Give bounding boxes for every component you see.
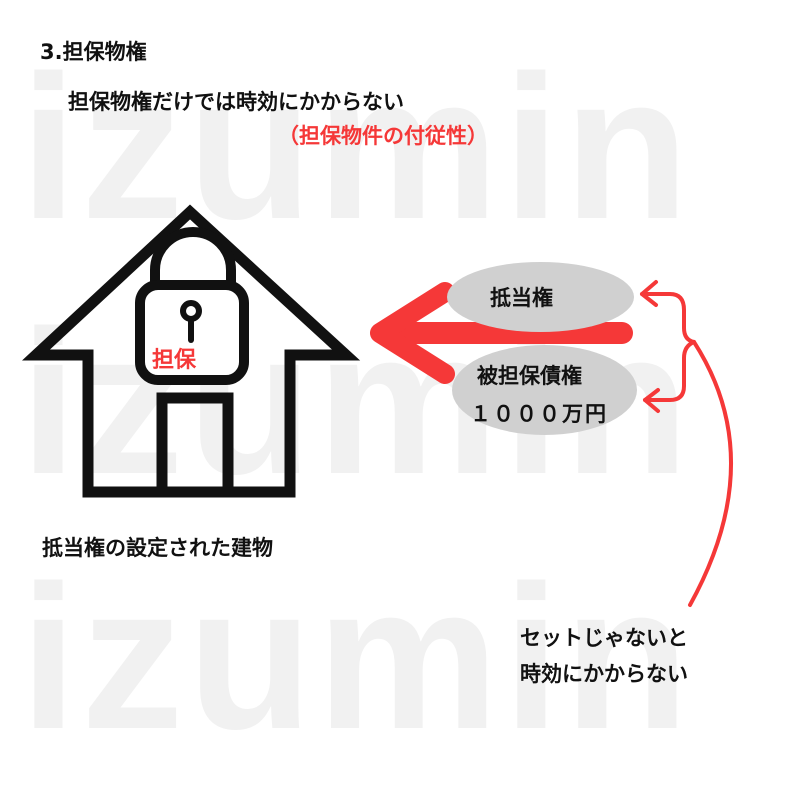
secured-claim-pill	[452, 345, 637, 435]
watermark-row-1: izumin	[20, 33, 694, 262]
watermark-row-3: izumin	[20, 543, 694, 772]
secured-claim-amount: １０００万円	[470, 402, 608, 426]
footnote-line-2: 時効にかからない	[520, 662, 688, 686]
secured-claim-label: 被担保債権	[477, 364, 582, 388]
door-icon	[156, 392, 234, 492]
footnote-line-1: セットじゃないと	[520, 626, 688, 650]
mortgage-label: 抵当権	[490, 286, 553, 310]
subtitle: 担保物権だけでは時効にかからない	[68, 90, 404, 114]
building-caption: 抵当権の設定された建物	[42, 536, 273, 560]
lock-label: 担保	[152, 348, 197, 373]
section-heading: 3.担保物権	[40, 40, 147, 64]
padlock-icon	[135, 227, 249, 385]
bracket-arrow-icon	[640, 280, 733, 607]
house-outline-icon	[21, 204, 361, 498]
mortgage-pill	[447, 262, 634, 332]
subtitle-note: （担保物件の付従性）	[278, 124, 488, 148]
red-arrow-icon	[370, 282, 633, 384]
